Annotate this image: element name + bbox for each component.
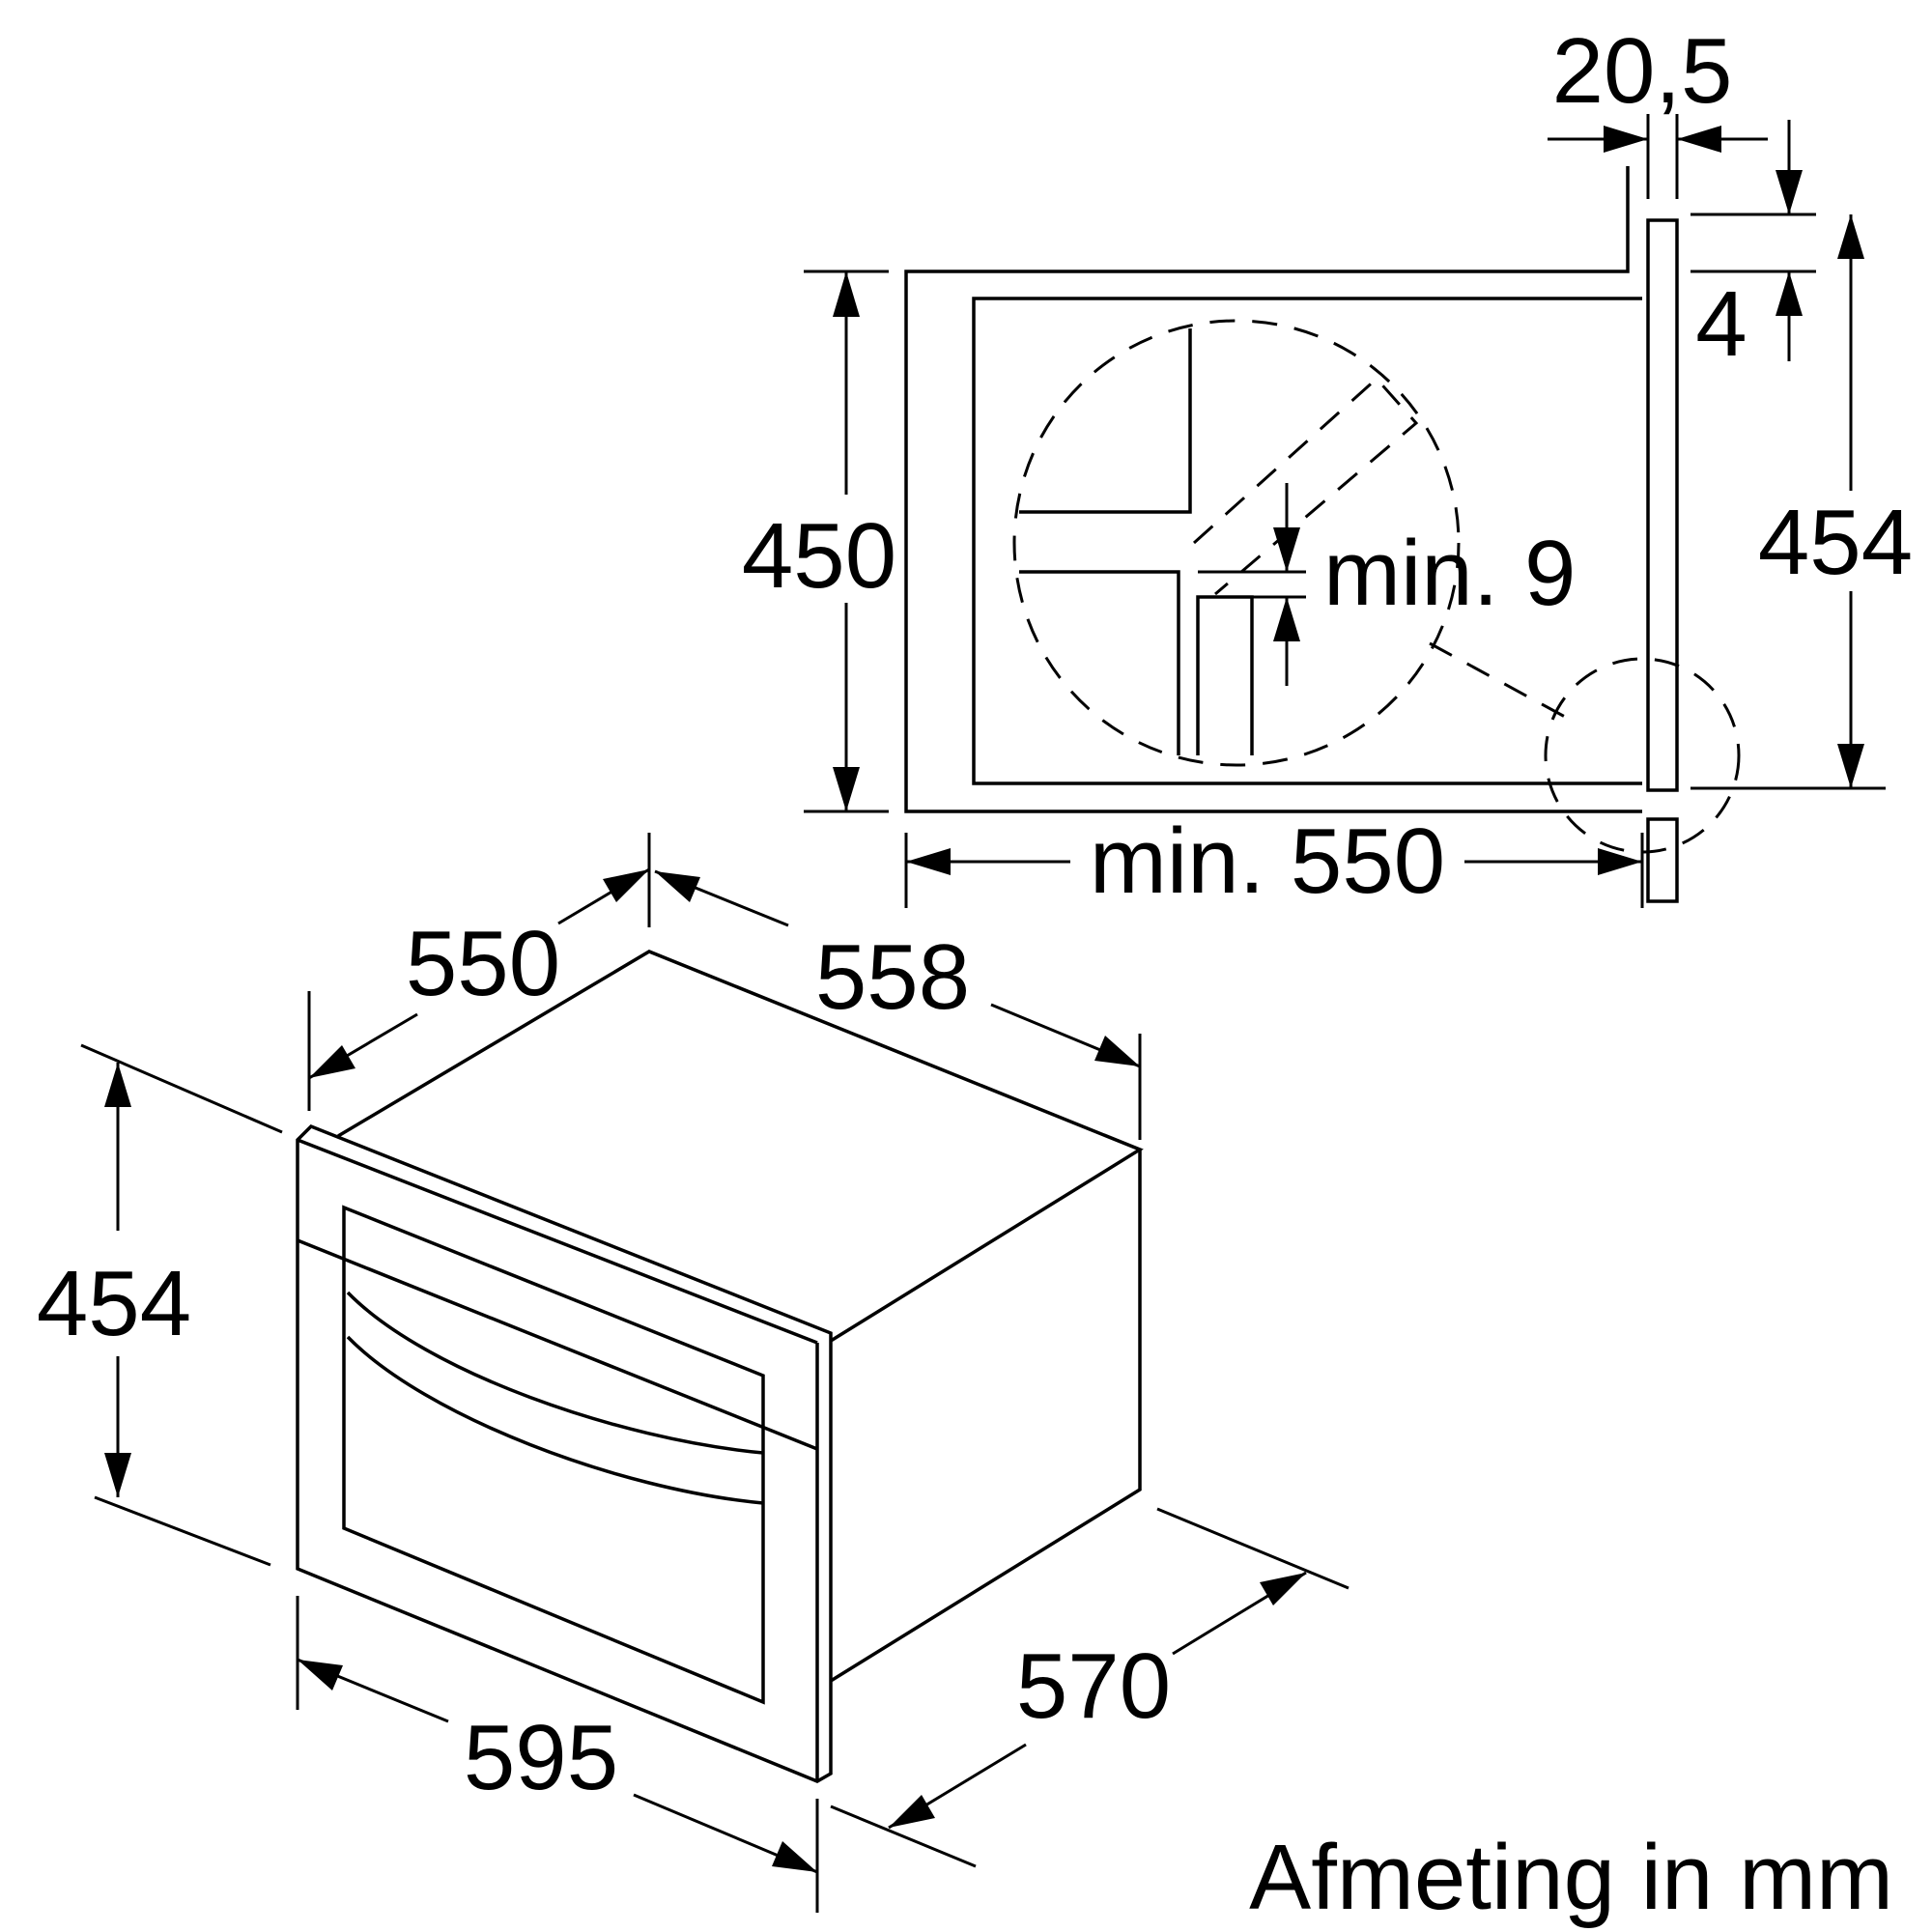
- arrowhead: [1273, 527, 1300, 572]
- zoom-circle: [1544, 657, 1741, 854]
- arrowhead: [772, 1841, 817, 1872]
- mounting-bracket: [1196, 595, 1254, 755]
- front-panel-edge: [297, 1138, 818, 1345]
- arrowhead: [1598, 848, 1642, 875]
- arrowhead: [1094, 1036, 1140, 1066]
- arrowhead: [1837, 214, 1864, 259]
- dim-line: [1156, 1507, 1350, 1590]
- appliance-view: 454 550 558 595 570: [37, 833, 1350, 1913]
- leader-line: [1429, 641, 1566, 719]
- arrowhead: [104, 1453, 131, 1497]
- arrowhead: [1604, 126, 1648, 153]
- arrowhead: [298, 1660, 343, 1690]
- arrowhead: [1273, 597, 1300, 641]
- arrowhead: [104, 1063, 131, 1107]
- arrowhead: [1677, 126, 1721, 153]
- front-panel: [296, 1123, 833, 1783]
- front-panel-lower: [1646, 817, 1679, 903]
- door-handle: [346, 1291, 764, 1455]
- mounting-bracket: [1019, 570, 1180, 755]
- arrowhead: [906, 848, 951, 875]
- hinge-outline: [1192, 376, 1419, 596]
- arrowhead: [1837, 744, 1864, 788]
- section-view: 20,5 4 450 454 min. 9: [742, 19, 1913, 913]
- arrowhead: [603, 869, 649, 902]
- arrowhead: [1260, 1573, 1306, 1605]
- dim-depth-total: 570: [1016, 1634, 1171, 1738]
- door-handle: [346, 1335, 764, 1505]
- dim-width-front: 595: [464, 1706, 618, 1809]
- dim-line: [94, 1495, 271, 1567]
- control-panel-line: [297, 1238, 818, 1451]
- mounting-bracket: [1019, 328, 1192, 514]
- dim-line: [830, 1804, 977, 1868]
- appliance-side: [830, 1150, 1142, 1683]
- arrowhead: [889, 1795, 935, 1828]
- dim-top-gap: 20,5: [1552, 19, 1733, 123]
- dim-panel-offset: 4: [1695, 272, 1747, 376]
- appliance-body-section: [972, 297, 1642, 785]
- dim-min-clearance: min. 9: [1323, 522, 1576, 625]
- appliance-top: [337, 950, 1144, 1343]
- dim-width-body: 558: [815, 925, 970, 1029]
- units-caption: Afmeting in mm: [1249, 1826, 1893, 1929]
- front-panel-strip: [1646, 218, 1679, 792]
- dim-panel-height: 454: [1758, 491, 1913, 594]
- arrowhead: [655, 871, 700, 902]
- arrowhead: [309, 1045, 355, 1078]
- dim-depth-body: 550: [406, 912, 560, 1015]
- dim-min-depth: min. 550: [1090, 810, 1445, 913]
- door-window: [342, 1205, 765, 1705]
- dim-niche-height: 450: [742, 504, 896, 608]
- dim-line: [80, 1043, 283, 1134]
- arrowhead: [833, 271, 860, 317]
- niche-outline: [904, 166, 1642, 813]
- dim-height: 454: [37, 1252, 191, 1355]
- arrowhead: [1776, 170, 1803, 214]
- arrowhead: [1776, 271, 1803, 316]
- arrowhead: [833, 767, 860, 811]
- detail-circle: [1012, 319, 1461, 767]
